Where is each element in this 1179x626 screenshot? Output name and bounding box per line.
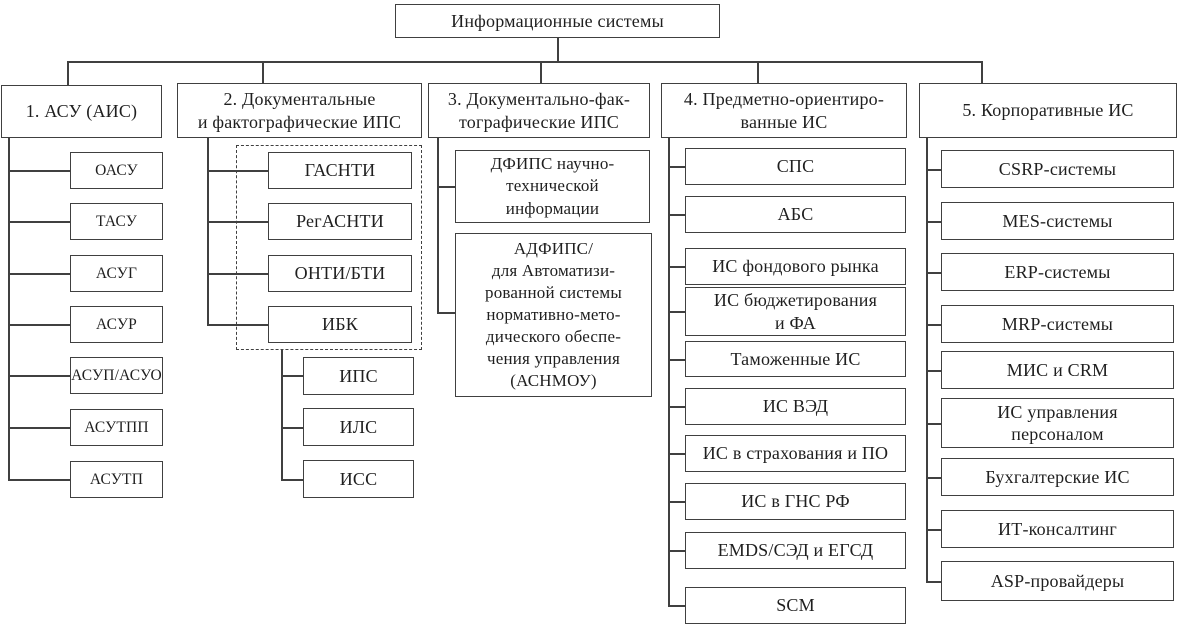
tree-node: ASP-провайдеры [941, 561, 1174, 601]
tree-node: ИТ-консалтинг [941, 510, 1174, 548]
stub-line [8, 375, 70, 377]
tree-node: ИС ВЭД [685, 388, 906, 425]
stub-line [668, 406, 685, 408]
stub-line [668, 550, 685, 552]
tree-node: ИС фондового рынка [685, 248, 906, 285]
tree-node: АСУТП [70, 461, 163, 498]
tree-node: МИС и CRM [941, 351, 1174, 389]
tree-node: ИПС [303, 357, 414, 395]
stub-line [926, 272, 941, 274]
tree-node: ТАСУ [70, 203, 163, 240]
tree-node: АДФИПС/ для Автоматизи- рованной системы… [455, 233, 652, 397]
stub-line [668, 453, 685, 455]
column-3-header: 3. Документально-фак- тографические ИПС [428, 83, 650, 138]
tree-node: СПС [685, 148, 906, 185]
stub-line [668, 605, 685, 607]
tree-node: ИС в ГНС РФ [685, 483, 906, 520]
tree-node: Бухгалтерские ИС [941, 458, 1174, 496]
tree-node: ИСС [303, 460, 414, 498]
tree-node: АСУР [70, 306, 163, 343]
tree-node: ИС управления персоналом [941, 398, 1174, 448]
stub-line [281, 375, 304, 377]
tree-node: ОАСУ [70, 152, 163, 189]
tree-node: MRP-системы [941, 305, 1174, 343]
tree-node: Таможенные ИС [685, 341, 906, 377]
stub-line [668, 359, 685, 361]
stub-line [8, 427, 70, 429]
stub-line [437, 312, 455, 314]
stub-line [926, 581, 941, 583]
tree-node: ИС бюджетирования и ФА [685, 287, 906, 336]
drop-line [67, 61, 69, 86]
tree-node: АСУТПП [70, 409, 163, 446]
stub-line [8, 479, 70, 481]
stub-line [926, 221, 941, 223]
dashed-group-box [236, 145, 422, 350]
stub-line [668, 501, 685, 503]
root-node: Информационные системы [395, 4, 720, 38]
stub-line [281, 427, 304, 429]
column-5-header: 5. Корпоративные ИС [919, 83, 1177, 138]
column-1-header: 1. АСУ (АИС) [1, 85, 162, 138]
stub-line [8, 324, 70, 326]
spine-line [668, 138, 670, 606]
spine-line [8, 138, 10, 480]
tree-node: ERP-системы [941, 253, 1174, 291]
stub-line [926, 370, 941, 372]
stub-line [926, 169, 941, 171]
stub-line [207, 170, 268, 172]
drop-line [757, 61, 759, 84]
stub-line [668, 214, 685, 216]
stub-line [207, 324, 268, 326]
bus-line [67, 61, 983, 63]
stub-line [207, 273, 268, 275]
tree-node: РегАСНТИ [268, 203, 412, 240]
tree-node: ИЛС [303, 408, 414, 446]
stub-line [8, 221, 70, 223]
stub-line [437, 186, 455, 188]
stub-line [668, 311, 685, 313]
spine-line [926, 138, 928, 583]
stub-line [668, 166, 685, 168]
tree-node: ИС в страхования и ПО [685, 435, 906, 472]
tree-node: ОНТИ/БТИ [268, 255, 412, 292]
tree-node: MES-системы [941, 202, 1174, 240]
column-2-header: 2. Документальные и фактографические ИПС [177, 83, 422, 138]
tree-node: SCM [685, 587, 906, 624]
tree-node: АСУГ [70, 255, 163, 292]
drop-line [981, 61, 983, 84]
tree-node: ДФИПС научно- технической информации [455, 150, 650, 223]
stub-line [8, 273, 70, 275]
stub-line [926, 477, 941, 479]
column-4-header: 4. Предметно-ориентиро- ванные ИС [661, 83, 907, 138]
tree-node: АБС [685, 196, 906, 233]
spine-line [437, 138, 439, 313]
tree-node: CSRP-системы [941, 150, 1174, 188]
tree-node: ГАСНТИ [268, 152, 412, 189]
spine-line [281, 350, 283, 480]
tree-node: EMDS/СЭД и ЕГСД [685, 532, 906, 569]
tree-node: АСУП/АСУО [70, 357, 163, 394]
spine-line [207, 138, 209, 326]
stub-line [926, 324, 941, 326]
tree-node: ИБК [268, 306, 412, 343]
stub-line [281, 479, 304, 481]
riser-line [557, 38, 559, 62]
drop-line [262, 61, 264, 84]
stub-line [8, 170, 70, 172]
stub-line [668, 266, 685, 268]
drop-line [540, 61, 542, 84]
stub-line [926, 423, 941, 425]
stub-line [207, 221, 268, 223]
stub-line [926, 529, 941, 531]
